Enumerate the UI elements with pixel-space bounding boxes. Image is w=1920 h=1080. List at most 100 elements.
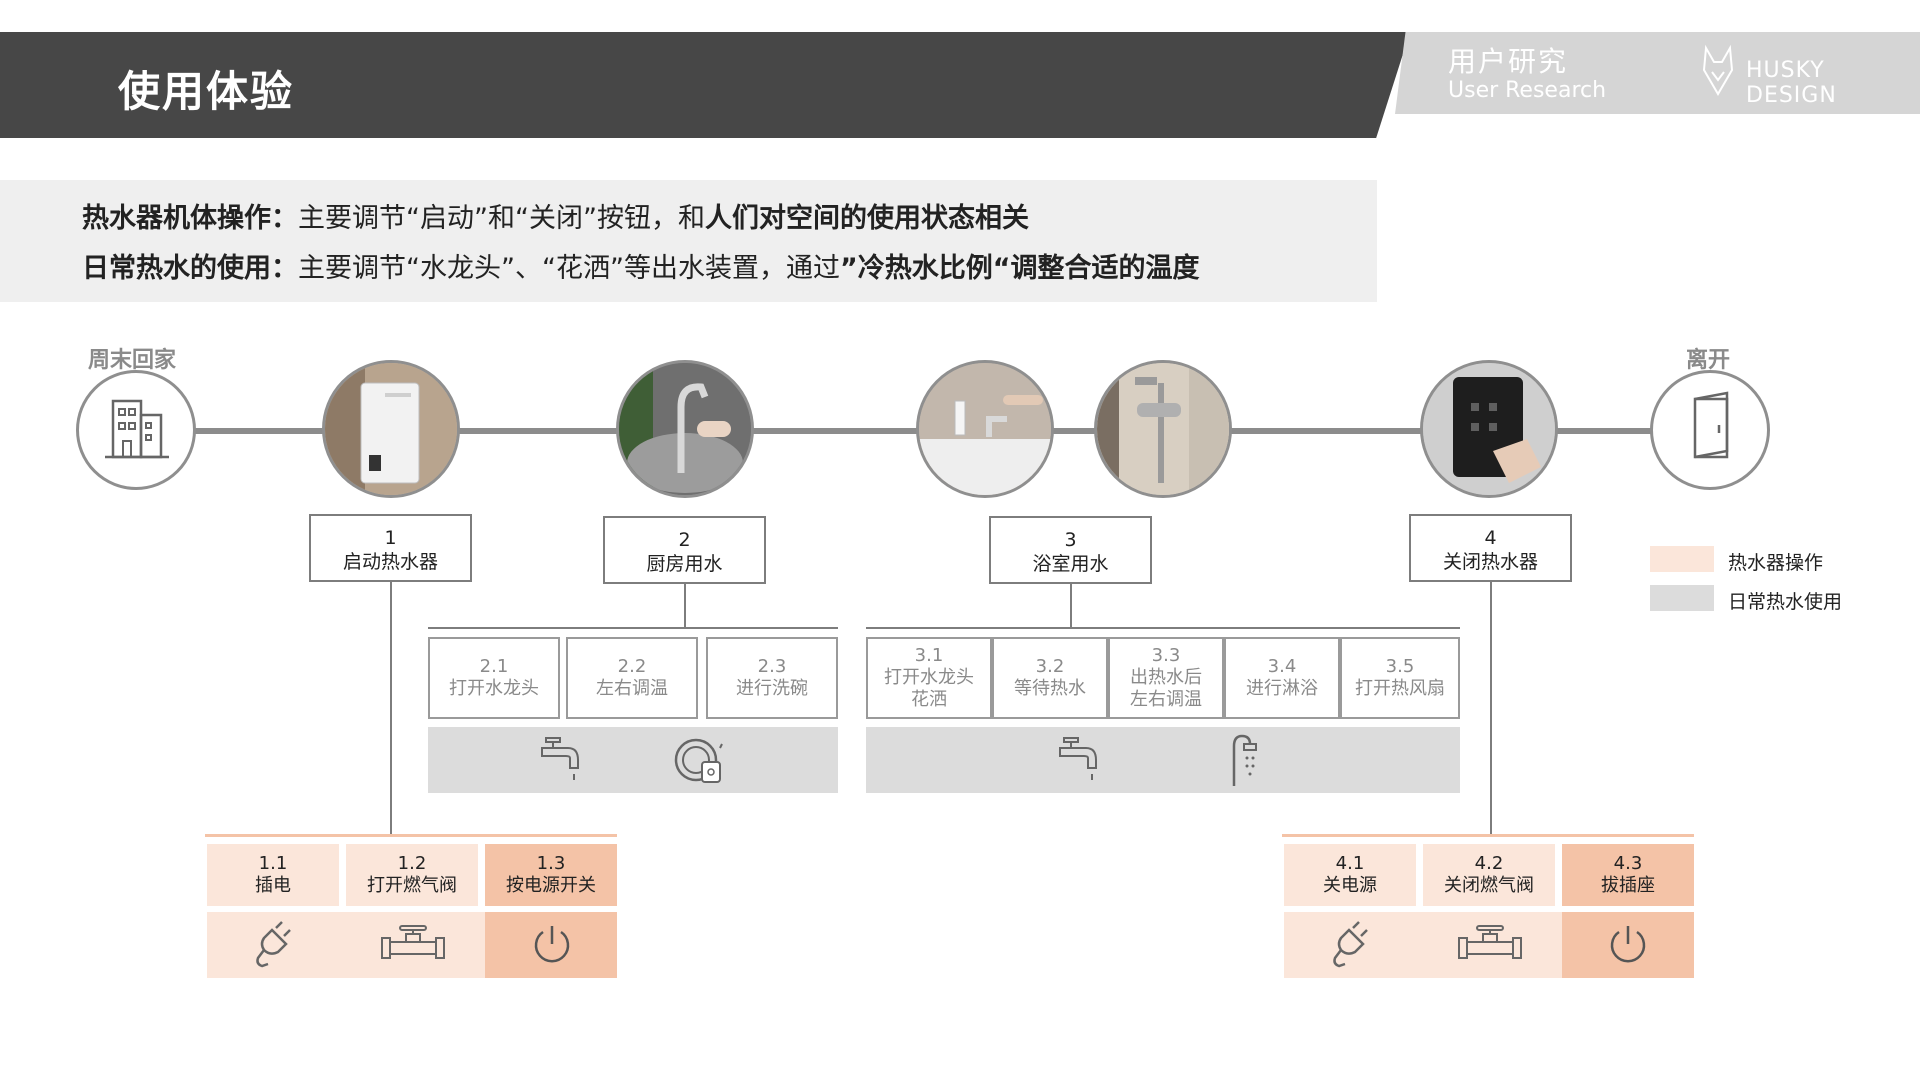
section-title-en: User Research [1448, 78, 1607, 103]
bath-sub-3: 3.3 出热水后 左右调温 [1108, 637, 1224, 719]
start-ops-band [207, 912, 485, 978]
stop-op-close-gas: 4.2 关闭燃气阀 [1423, 844, 1555, 906]
summary-line-1-label: 热水器机体操作： [82, 203, 298, 234]
sub-label: 进行洗碗 [736, 678, 808, 699]
home-building-icon [76, 370, 196, 490]
summary-line-1: 热水器机体操作：主要调节“启动”和“关闭”按钮，和人们对空间的使用状态相关 [82, 196, 1029, 235]
connector-step2 [684, 584, 686, 628]
legend-label-heater-operation: 热水器操作 [1728, 552, 1824, 574]
photo-bathroom-sink [916, 360, 1054, 498]
sub-num: 3.5 [1385, 656, 1415, 677]
op-num: 4.1 [1335, 853, 1365, 874]
step-num: 2 [678, 529, 691, 551]
start-op-plug-in: 1.1 插电 [207, 844, 339, 906]
op-num: 4.2 [1474, 853, 1504, 874]
gas-valve-icon [1457, 924, 1523, 964]
page-title: 使用体验 [118, 67, 295, 116]
power-icon [530, 922, 574, 968]
step-num: 3 [1064, 529, 1077, 551]
photo-shower-valve [1094, 360, 1232, 498]
faucet-icon [538, 734, 586, 786]
sub-label: 进行淋浴 [1246, 678, 1318, 699]
op-num: 1.1 [258, 853, 288, 874]
stop-ops-top-line [1282, 834, 1694, 837]
start-op-open-gas: 1.2 打开燃气阀 [346, 844, 478, 906]
sub-label: 出热水后 [1130, 667, 1202, 688]
legend-swatch-daily-use [1650, 585, 1714, 611]
faucet-icon [1056, 734, 1104, 786]
start-ops-top-line [205, 834, 617, 837]
step-start-heater: 1 启动热水器 [309, 514, 472, 582]
photo-heater-control-panel [1420, 360, 1558, 498]
start-ops-band-highlight [485, 912, 617, 978]
stop-op-power-off: 4.1 关电源 [1284, 844, 1416, 906]
brand-name: HUSKY DESIGN [1746, 58, 1837, 108]
bracket-step3 [866, 627, 1460, 629]
summary-panel [0, 180, 1377, 302]
sub-label: 等待热水 [1014, 678, 1086, 699]
sub-label: 左右调温 [596, 678, 668, 699]
header-tag [1395, 32, 1920, 114]
legend-swatch-heater-operation [1650, 546, 1714, 572]
op-num: 1.3 [536, 853, 566, 874]
husky-logo-icon [1700, 44, 1736, 98]
start-op-power-on: 1.3 按电源开关 [485, 844, 617, 906]
step-label: 启动热水器 [342, 551, 438, 573]
timeline-start-label: 周末回家 [88, 348, 177, 373]
step-num: 4 [1484, 527, 1497, 549]
op-num: 1.2 [397, 853, 427, 874]
gas-valve-icon [380, 924, 446, 964]
header-bar [0, 32, 1410, 138]
timeline-end-label: 离开 [1686, 348, 1731, 373]
plug-icon [252, 920, 296, 972]
stop-op-unplug: 4.3 拔插座 [1562, 844, 1694, 906]
summary-line-2-bold: ”冷热水比例“调整合适的温度 [839, 253, 1200, 284]
sub-label-2: 左右调温 [1130, 689, 1202, 710]
sub-num: 3.3 [1151, 645, 1181, 666]
stop-ops-band [1284, 912, 1562, 978]
kitchen-usage-band [428, 727, 838, 793]
section-title-cn: 用户研究 [1448, 45, 1569, 78]
step-stop-heater: 4 关闭热水器 [1409, 514, 1572, 582]
bathroom-usage-band [866, 727, 1460, 793]
sub-label: 打开水龙头 [884, 667, 974, 688]
dishwasher-icon [672, 732, 728, 788]
step-label: 关闭热水器 [1442, 551, 1538, 573]
connector-step4 [1490, 582, 1492, 836]
bracket-step2 [428, 627, 838, 629]
kitchen-sub-1: 2.1 打开水龙头 [428, 637, 560, 719]
step-bathroom-water: 3 浴室用水 [989, 516, 1152, 584]
op-label: 插电 [255, 875, 291, 896]
photo-water-heater [322, 360, 460, 498]
op-label: 打开燃气阀 [367, 875, 457, 896]
summary-line-2-text: 主要调节“水龙头”、“花洒”等出水装置，通过 [298, 253, 840, 284]
sub-num: 3.4 [1267, 656, 1297, 677]
op-label: 按电源开关 [506, 875, 596, 896]
sub-label-2: 花洒 [911, 689, 947, 710]
summary-line-1-bold: 人们对空间的使用状态相关 [704, 203, 1029, 234]
op-num: 4.3 [1613, 853, 1643, 874]
sub-label: 打开热风扇 [1355, 678, 1445, 699]
leave-door-icon [1650, 370, 1770, 490]
sub-num: 2.1 [479, 656, 509, 677]
bath-sub-4: 3.4 进行淋浴 [1224, 637, 1340, 719]
sub-num: 3.2 [1035, 656, 1065, 677]
step-label: 浴室用水 [1032, 553, 1109, 575]
bath-sub-5: 3.5 打开热风扇 [1340, 637, 1460, 719]
stop-ops-band-highlight [1562, 912, 1694, 978]
bath-sub-2: 3.2 等待热水 [992, 637, 1108, 719]
sub-num: 2.2 [617, 656, 647, 677]
plug-icon [1329, 920, 1373, 972]
op-label: 拔插座 [1601, 875, 1655, 896]
summary-line-2: 日常热水的使用：主要调节“水龙头”、“花洒”等出水装置，通过”冷热水比例“调整合… [82, 246, 1199, 285]
sub-num: 2.3 [757, 656, 787, 677]
summary-line-2-label: 日常热水的使用： [82, 253, 298, 284]
shower-head-icon [1228, 732, 1258, 788]
sub-num: 3.1 [914, 645, 944, 666]
photo-kitchen-faucet [616, 360, 754, 498]
power-icon [1606, 922, 1650, 968]
step-label: 厨房用水 [646, 553, 723, 575]
op-label: 关闭燃气阀 [1444, 875, 1534, 896]
kitchen-sub-3: 2.3 进行洗碗 [706, 637, 838, 719]
kitchen-sub-2: 2.2 左右调温 [566, 637, 698, 719]
